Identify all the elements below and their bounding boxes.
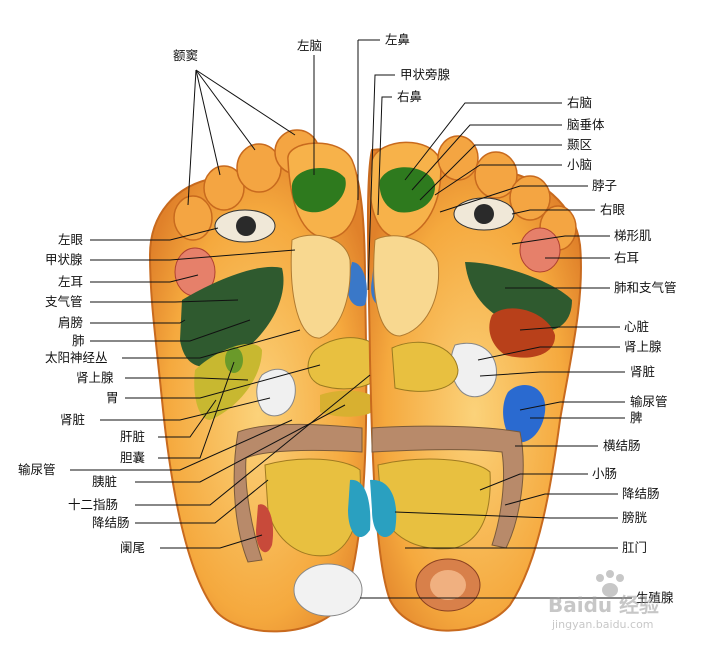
- label-bronchus: 支气管: [45, 294, 83, 309]
- label-descending-colon-left: 降结肠: [92, 515, 130, 530]
- label-neck: 脖子: [592, 178, 617, 193]
- right-stomach-zone: [391, 341, 459, 392]
- label-genital: 生殖腺: [636, 590, 674, 605]
- label-temporal: 颞区: [567, 137, 592, 152]
- appendix-zone: [256, 504, 274, 553]
- label-left-ear: 左耳: [58, 274, 83, 289]
- label-spleen: 脾: [630, 410, 643, 425]
- right-bladder-zone: [370, 479, 397, 538]
- label-descending-colon-right: 降结肠: [622, 486, 660, 501]
- right-lung-zone: [465, 262, 572, 332]
- right-foot: [366, 135, 582, 632]
- heart-zone: [489, 308, 556, 358]
- left-thyroid-zone: [290, 234, 351, 339]
- label-shoulder: 肩膀: [58, 315, 83, 330]
- label-ureter-right: 输尿管: [630, 394, 668, 409]
- label-heart: 心脏: [624, 319, 649, 334]
- right-eye-pupil: [474, 204, 494, 224]
- label-stomach: 胃: [106, 390, 119, 405]
- label-ureter-left: 输尿管: [18, 462, 56, 477]
- label-right-ear: 右耳: [614, 250, 639, 265]
- label-appendix: 阑尾: [120, 540, 145, 555]
- left-lung-zone: [180, 266, 284, 367]
- label-lung-bronchus: 肺和支气管: [614, 280, 677, 295]
- label-left-eye: 左眼: [58, 232, 84, 247]
- right-genital-inner: [430, 570, 466, 600]
- label-transverse-colon: 横结肠: [603, 438, 641, 453]
- paw-icon: [596, 570, 624, 597]
- gallbladder-zone: [225, 347, 243, 373]
- label-small-intestine: 小肠: [592, 466, 617, 481]
- left-foot: [148, 129, 386, 633]
- left-nose-zone: [347, 262, 367, 307]
- left-bladder-zone: [348, 479, 371, 538]
- left-toe-4: [203, 165, 245, 211]
- label-kidney-left: 肾脏: [60, 412, 85, 427]
- right-toe-2: [437, 135, 479, 181]
- watermark-url: jingyan.baidu.com: [551, 618, 654, 631]
- label-pancreas: 胰脏: [92, 474, 117, 489]
- labels: 额窦 左脑 左鼻 甲状旁腺 右鼻 右脑 脑垂体 颞区 小脑 脖子 右眼 梯形肌 …: [18, 32, 677, 605]
- label-kidney-right: 肾脏: [630, 364, 655, 379]
- label-thyroid: 甲状腺: [45, 252, 83, 267]
- label-anus: 肛门: [622, 540, 647, 555]
- right-small-intestine-zone: [377, 458, 491, 550]
- right-brain-zone: [379, 167, 436, 213]
- right-toe-3: [474, 151, 518, 199]
- label-right-nose: 右鼻: [397, 89, 422, 104]
- label-right-eye: 右眼: [600, 202, 626, 217]
- label-solar-plexus: 太阳神经丛: [45, 350, 108, 365]
- right-thyroid-zone: [373, 235, 440, 337]
- label-sinus: 额窦: [173, 48, 198, 63]
- label-liver: 肝脏: [120, 429, 145, 444]
- label-duodenum: 十二指肠: [68, 497, 118, 512]
- label-cerebellum: 小脑: [567, 157, 592, 172]
- label-left-nose: 左鼻: [385, 32, 410, 47]
- label-right-brain: 右脑: [567, 95, 592, 110]
- label-pituitary: 脑垂体: [567, 117, 605, 132]
- label-adrenal-right: 肾上腺: [624, 339, 662, 354]
- label-adrenal-left: 肾上腺: [76, 370, 114, 385]
- liver-zone: [194, 343, 262, 420]
- spleen-zone: [503, 384, 546, 443]
- right-toe-4: [509, 175, 551, 221]
- label-gallbladder: 胆囊: [120, 450, 145, 465]
- left-genital-zone: [293, 563, 363, 617]
- label-bladder: 膀胱: [622, 510, 648, 525]
- leader-lines: [70, 39, 632, 599]
- right-ear-zone: [519, 227, 561, 273]
- baidu-watermark: Baidu 经验 jingyan.baidu.com: [548, 570, 659, 631]
- label-thyroid-parathyroid: 甲状旁腺: [400, 67, 451, 82]
- label-left-brain: 左脑: [297, 38, 322, 53]
- left-eye-pupil: [236, 216, 256, 236]
- watermark-text: Baidu 经验: [548, 593, 659, 617]
- left-brain-zone: [291, 167, 346, 213]
- label-trapezius: 梯形肌: [614, 228, 652, 243]
- label-lung: 肺: [72, 333, 85, 348]
- left-toe-small: [173, 195, 213, 241]
- left-kidney-zone: [256, 368, 296, 417]
